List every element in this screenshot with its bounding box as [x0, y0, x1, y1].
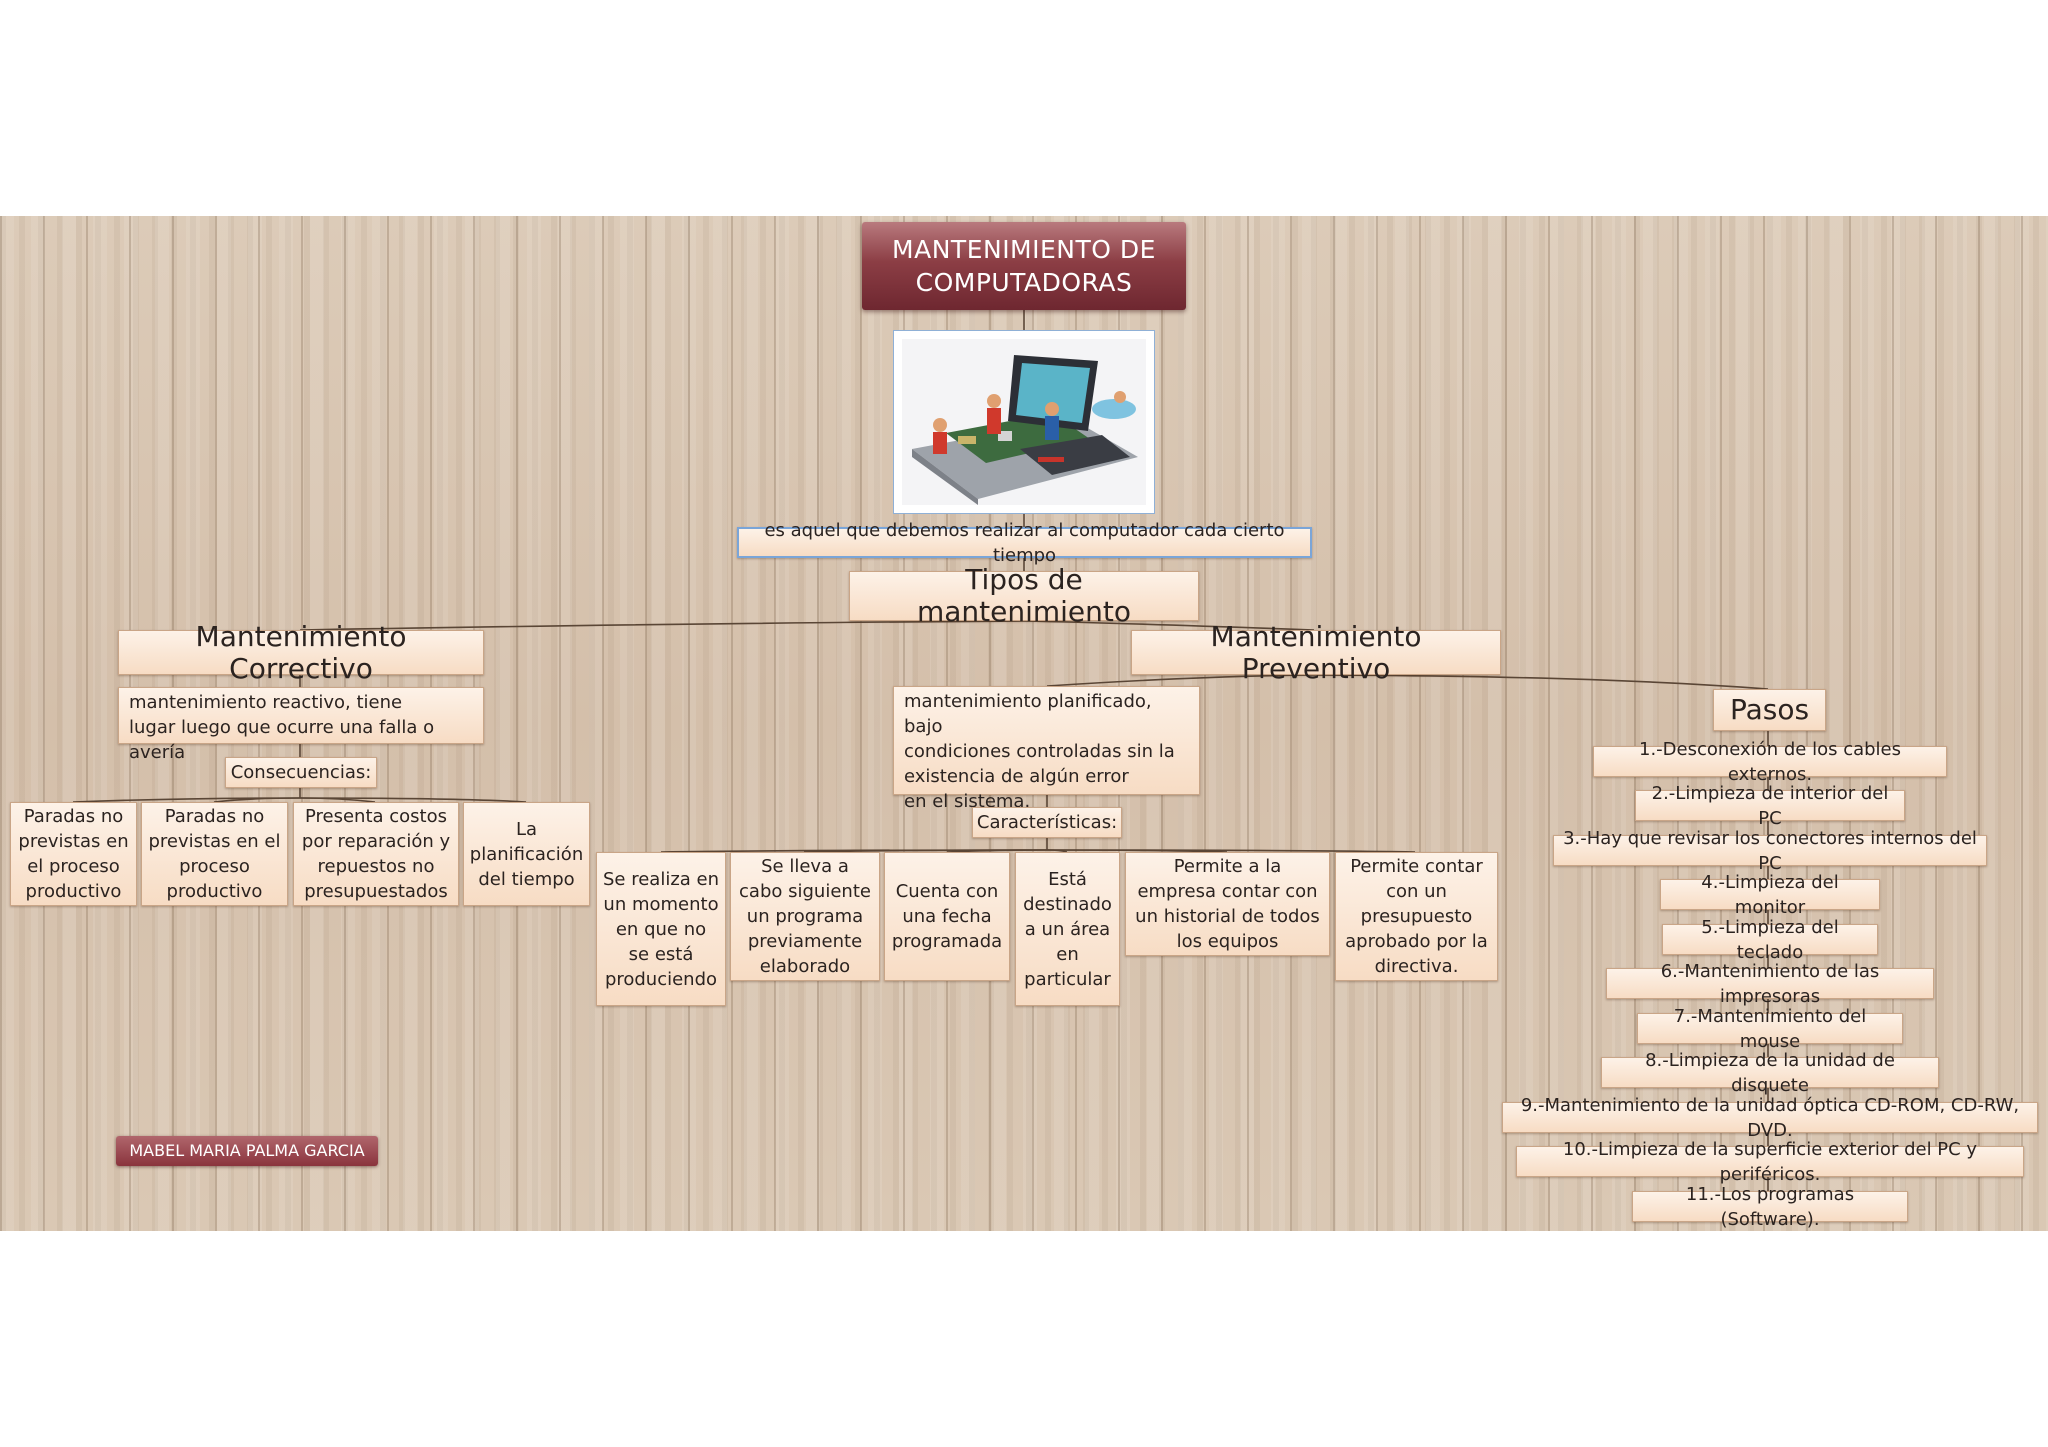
preventive-description-node[interactable]: mantenimiento planificado, bajo condicio…	[893, 686, 1200, 812]
step-text: 2.-Limpieza de interior del PC	[1651, 782, 1889, 829]
consequence-text: Presenta costos por reparación y repuest…	[301, 806, 451, 902]
characteristic-item[interactable]: Cuenta con una fecha programada	[884, 852, 1010, 981]
characteristic-text: Cuenta con una fecha programada	[891, 881, 1003, 952]
laptop-repair-icon	[902, 339, 1146, 505]
step-item[interactable]: 1.-Desconexión de los cables externos.	[1593, 739, 1947, 785]
step-item[interactable]: 5.-Limpieza del teclado	[1662, 917, 1878, 963]
consequence-item[interactable]: Paradas no previstas en el proceso produ…	[10, 802, 137, 906]
step-text: 4.-Limpieza del monitor	[1701, 871, 1839, 918]
consequences-label: Consecuencias:	[230, 762, 372, 783]
consequence-item[interactable]: La planificación del tiempo	[463, 802, 590, 906]
laptop-repair-illustration	[893, 330, 1155, 514]
preventive-description-line: existencia de algún error	[904, 766, 1129, 787]
step-item[interactable]: 4.-Limpieza del monitor	[1660, 872, 1880, 918]
preventive-description-line: mantenimiento planificado, bajo	[904, 691, 1152, 737]
corrective-description-node[interactable]: mantenimiento reactivo, tiene lugar lueg…	[118, 687, 484, 763]
step-text: 7.-Mantenimiento del mouse	[1673, 1005, 1867, 1052]
step-item[interactable]: 3.-Hay que revisar los conectores intern…	[1553, 828, 1987, 874]
characteristic-text: Se lleva a cabo siguiente un programa pr…	[739, 856, 871, 977]
types-heading-node[interactable]: Tipos de mantenimiento	[849, 564, 1199, 628]
corrective-label: Mantenimiento Correctivo	[195, 619, 407, 685]
characteristic-item[interactable]: Permite a la empresa contar con un histo…	[1125, 852, 1330, 956]
connector-lines	[72, 310, 1769, 1219]
step-text: 6.-Mantenimiento de las impresoras	[1660, 960, 1880, 1007]
step-item[interactable]: 9.-Mantenimiento de la unidad óptica CD-…	[1502, 1095, 2038, 1141]
characteristic-text: Está destinado a un área en particular	[1023, 868, 1112, 990]
preventive-label: Mantenimiento Preventivo	[1210, 619, 1422, 685]
consequence-item[interactable]: Presenta costos por reparación y repuest…	[293, 802, 459, 906]
step-text: 11.-Los programas (Software).	[1685, 1183, 1855, 1230]
characteristics-node[interactable]: Características:	[972, 807, 1122, 838]
definition-text: es aquel que debemos realizar al computa…	[764, 519, 1285, 566]
step-item[interactable]: 2.-Limpieza de interior del PC	[1635, 783, 1905, 829]
characteristic-text: Se realiza en un momento en que no se es…	[603, 868, 720, 990]
types-heading-text: Tipos de mantenimiento	[916, 563, 1132, 628]
step-item[interactable]: 6.-Mantenimiento de las impresoras	[1606, 961, 1934, 1007]
step-text: 3.-Hay que revisar los conectores intern…	[1563, 827, 1977, 874]
step-text: 5.-Limpieza del teclado	[1701, 916, 1839, 963]
step-item[interactable]: 7.-Mantenimiento del mouse	[1637, 1006, 1903, 1052]
step-text: 9.-Mantenimiento de la unidad óptica CD-…	[1520, 1094, 2020, 1141]
corrective-description-line: lugar luego que ocurre una falla o averí…	[129, 717, 435, 763]
characteristic-item[interactable]: Permite contar con un presupuesto aproba…	[1335, 852, 1498, 981]
map-title[interactable]: MANTENIMIENTO DE COMPUTADORAS	[862, 222, 1186, 310]
step-item[interactable]: 8.-Limpieza de la unidad de disquete	[1601, 1050, 1939, 1096]
author-badge[interactable]: MABEL MARIA PALMA GARCIA	[116, 1136, 378, 1166]
consequence-text: Paradas no previstas en el proceso produ…	[148, 806, 281, 902]
corrective-description-line: mantenimiento reactivo, tiene	[129, 692, 403, 713]
characteristic-text: Permite a la empresa contar con un histo…	[1135, 856, 1320, 952]
characteristic-item[interactable]: Está destinado a un área en particular	[1015, 852, 1120, 1006]
characteristics-label: Características:	[976, 812, 1118, 833]
consequence-text: Paradas no previstas en el proceso produ…	[18, 806, 129, 902]
steps-node[interactable]: Pasos	[1713, 689, 1826, 731]
step-item[interactable]: 10.-Limpieza de la superficie exterior d…	[1516, 1139, 2024, 1185]
consequences-node[interactable]: Consecuencias:	[225, 757, 377, 788]
step-text: 8.-Limpieza de la unidad de disquete	[1645, 1049, 1895, 1096]
steps-label: Pasos	[1729, 693, 1810, 726]
step-item[interactable]: 11.-Los programas (Software).	[1632, 1184, 1908, 1230]
definition-node[interactable]: es aquel que debemos realizar al computa…	[737, 520, 1312, 566]
consequence-text: La planificación del tiempo	[469, 818, 584, 890]
preventive-node[interactable]: Mantenimiento Preventivo	[1131, 620, 1501, 684]
preventive-description-line: condiciones controladas sin la	[904, 741, 1175, 762]
step-text: 10.-Limpieza de la superficie exterior d…	[1562, 1138, 1978, 1185]
characteristic-item[interactable]: Se lleva a cabo siguiente un programa pr…	[730, 852, 880, 981]
mind-map-canvas: MANTENIMIENTO DE COMPUTADORAS es aquel q…	[0, 216, 2048, 1231]
characteristic-text: Permite contar con un presupuesto aproba…	[1345, 856, 1488, 977]
preventive-description-line: en el sistema.	[904, 791, 1031, 812]
characteristic-item[interactable]: Se realiza en un momento en que no se es…	[596, 852, 726, 1006]
corrective-node[interactable]: Mantenimiento Correctivo	[118, 620, 484, 684]
step-text: 1.-Desconexión de los cables externos.	[1639, 738, 1901, 785]
consequence-item[interactable]: Paradas no previstas en el proceso produ…	[141, 802, 288, 906]
